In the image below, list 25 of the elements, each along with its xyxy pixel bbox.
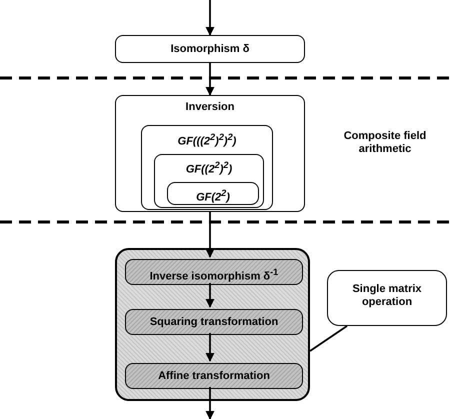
operation-group-box [115,248,310,401]
node-label: GF(2$^{2}$) [195,187,231,205]
process-box [167,182,259,205]
side-label: Composite field arithmetic [342,130,428,156]
arrow [206,63,214,96]
node-label: Single matrix operation [351,283,423,309]
process-box [154,154,264,208]
callout-bubble [327,270,447,326]
node-label: GF((2$^{2}$)$^{2}$) [184,159,234,177]
step-box [125,363,303,389]
node-label: GF(((2$^{2}$)$^{2}$)$^{2}$) [176,131,238,149]
step-box [125,309,303,335]
arrow [206,333,214,362]
node-label: Inverse isomorphism δ$^{-1}$ [148,266,280,284]
node-label: Isomorphism δ [170,43,250,56]
arrow [206,283,214,308]
arrow [206,0,214,36]
node-label: Affine transformation [157,370,271,383]
node-label: Squaring transformation [148,316,280,329]
process-box [115,95,305,212]
process-box [141,125,273,210]
step-box [125,259,303,285]
node-label: Inversion [184,101,236,114]
process-box [115,35,305,63]
arrow [206,212,214,258]
